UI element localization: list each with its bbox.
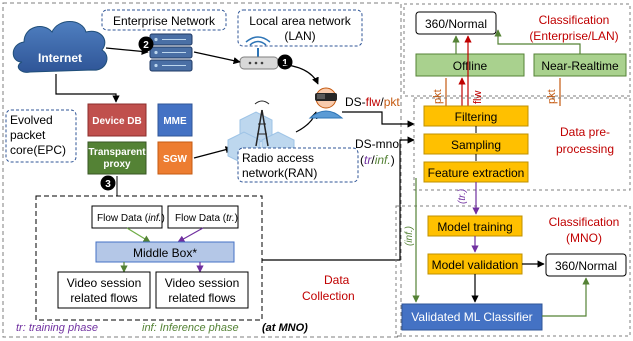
pkt-right-label: pkt — [546, 89, 558, 104]
link-nearrt-normal — [494, 29, 581, 54]
marker-3-label: 3 — [105, 179, 111, 190]
link-router-user — [277, 63, 319, 85]
link-user-preprocessing — [342, 111, 415, 128]
legend-inference: inf: Inference phase — [142, 322, 239, 334]
video1-line1: Video session — [67, 276, 142, 290]
mme-label: MME — [163, 116, 187, 127]
ran-label-box — [237, 147, 359, 183]
epc-label-line3: core(EPC) — [10, 143, 66, 157]
device-db-label: Device DB — [92, 116, 141, 127]
ent-normal-box — [415, 11, 497, 35]
near-realtime-label: Near-Realtime — [541, 59, 619, 73]
tr-inf-label: (tr/inf.) — [360, 153, 395, 167]
epc-label-line2: packet — [10, 128, 46, 142]
link-internet-enterprise — [105, 47, 149, 55]
sgw-box — [157, 141, 193, 175]
lan-label-line1: Local area network — [249, 14, 351, 28]
mno-normal-box — [545, 253, 627, 277]
proxy-label-line1: Transparent — [88, 147, 146, 158]
filtering-label: Filtering — [455, 110, 498, 124]
enterprise-network-label: Enterprise Network — [113, 14, 216, 28]
offline-box — [415, 53, 525, 77]
link-epc-ran — [193, 146, 233, 159]
mno-classification-title-line1: Classification — [549, 215, 620, 229]
link-ran-user — [295, 111, 318, 133]
left-region-border — [2, 2, 402, 338]
mno-classification-title-line2: (MNO) — [566, 231, 602, 245]
ran-label-line1: Radio access — [242, 151, 314, 165]
sgw-label: SGW — [163, 154, 187, 165]
classification-mno-region — [395, 205, 631, 337]
preprocessing-title-line2: processing — [556, 142, 614, 156]
tr-side-label: (tr.) — [457, 189, 468, 204]
lan-label-line2: (LAN) — [284, 29, 315, 43]
flw-mid-label: flw — [472, 91, 484, 105]
inf-side-label: (inf.) — [404, 226, 415, 246]
sampling-label: Sampling — [451, 138, 501, 152]
classification-enterprise-region — [403, 3, 631, 97]
video2-line1: Video session — [165, 276, 240, 290]
offline-label: Offline — [453, 59, 488, 73]
feature-extraction-label: Feature extraction — [428, 166, 525, 180]
legend-training: tr: training phase — [16, 322, 98, 334]
model-validation-label: Model validation — [432, 258, 519, 272]
server-stack-icon — [149, 33, 193, 72]
device-db-box — [87, 103, 147, 137]
data-collection-box — [35, 195, 263, 321]
flow-data-inf-label: Flow Data (inf.) — [97, 213, 165, 224]
preprocessing-title-line1: Data pre- — [560, 125, 610, 139]
flow-data-tr-label: Flow Data (tr.) — [175, 213, 238, 224]
marker-2 — [138, 36, 154, 52]
epc-label-box — [5, 109, 77, 163]
marker-3 — [100, 175, 116, 191]
mno-normal-label: 360/Normal — [555, 259, 617, 273]
ent-normal-label: 360/Normal — [425, 17, 487, 31]
proxy-label-line2: proxy — [103, 159, 131, 170]
data-collection-label-line2: Collection — [302, 289, 355, 303]
link-flowinf-middlebox — [126, 227, 151, 243]
link-flowtr-middlebox — [177, 227, 204, 243]
vr-user-icon — [308, 87, 344, 119]
video2-line2: related flows — [168, 291, 235, 305]
ent-classification-title-line1: Classification — [539, 13, 610, 27]
model-training-label: Model training — [437, 220, 512, 234]
ent-classification-title-line2: (Enterprise/LAN) — [529, 29, 618, 43]
middle-box — [95, 241, 235, 263]
ds-mno-label: DS-mno — [355, 137, 399, 151]
internet-label: Internet — [38, 51, 82, 65]
epc-label-line1: Evolved — [10, 113, 53, 127]
link-classifier-normal — [542, 277, 590, 317]
validated-classifier-label: Validated ML Classifier — [411, 310, 532, 324]
link-internet-epc — [55, 74, 120, 103]
mme-box — [157, 103, 193, 137]
internet-cloud: Internet — [12, 21, 108, 73]
video-session-box-2 — [155, 271, 249, 309]
link-enterprise-router — [193, 51, 241, 65]
lan-label-box — [237, 9, 363, 47]
enterprise-network-label-box — [101, 9, 227, 31]
link-collection-preprocessing — [262, 136, 415, 261]
preprocessing-region — [413, 97, 631, 191]
video-session-box-1 — [57, 271, 151, 309]
transparent-proxy-box — [87, 141, 147, 175]
middle-box-label: Middle Box* — [133, 246, 197, 260]
pkt-left-label: pkt — [432, 89, 444, 104]
marker-2-label: 2 — [143, 40, 149, 51]
marker-1-label: 1 — [282, 58, 288, 69]
data-collection-label-line1: Data — [324, 273, 350, 287]
ran-label-line2: network(RAN) — [242, 166, 317, 180]
legend-mno: (at MNO) — [262, 322, 308, 334]
ds-flw-pkt-label: DS-flw/pkt — [345, 95, 400, 109]
video1-line2: related flows — [70, 291, 137, 305]
validated-ml-classifier-box — [401, 303, 543, 331]
